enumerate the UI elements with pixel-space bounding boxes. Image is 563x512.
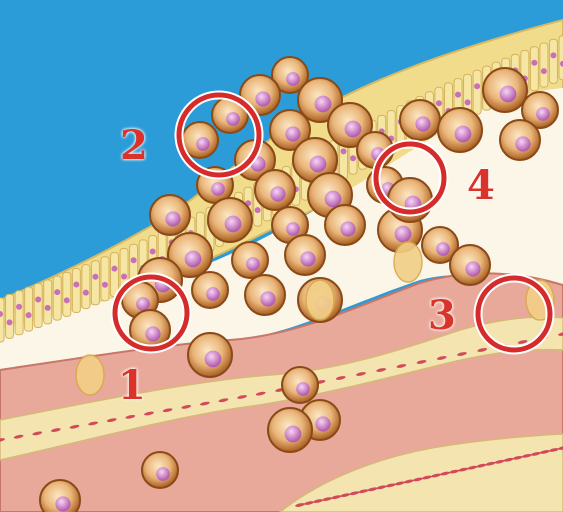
epithelial-cell xyxy=(530,47,538,91)
marker-label-2: 2 xyxy=(120,126,148,166)
cell xyxy=(325,205,365,245)
cell xyxy=(483,68,527,112)
marker-label-3: 3 xyxy=(428,296,456,336)
cell xyxy=(208,198,252,242)
epithelial-cell xyxy=(72,269,80,313)
marker-label-1: 1 xyxy=(118,366,146,406)
epithelial-cell xyxy=(63,272,71,316)
epithelial-cell xyxy=(540,43,548,87)
epithelial-cell xyxy=(559,36,563,80)
cell-fragment xyxy=(76,355,104,395)
cell xyxy=(232,242,268,278)
cell xyxy=(40,480,80,512)
marker-label-4: 4 xyxy=(467,166,495,206)
cell xyxy=(255,170,295,210)
cell xyxy=(282,367,318,403)
epithelial-cell xyxy=(0,298,4,342)
epithelial-cell xyxy=(25,287,33,331)
cell xyxy=(450,245,490,285)
epithelial-cell xyxy=(91,261,99,305)
epithelial-cell xyxy=(34,284,42,328)
cell xyxy=(500,120,540,160)
epithelial-cell xyxy=(473,70,481,114)
epithelial-cell xyxy=(101,257,109,301)
cell xyxy=(438,108,482,152)
cell xyxy=(285,235,325,275)
epithelial-cell xyxy=(15,291,23,335)
cell xyxy=(150,195,190,235)
cell xyxy=(268,408,312,452)
cell xyxy=(188,333,232,377)
epithelial-cell xyxy=(549,39,557,83)
cell xyxy=(142,452,178,488)
cell-fragment xyxy=(394,242,422,282)
epithelial-cell xyxy=(44,280,52,324)
cell-fragment xyxy=(306,280,334,320)
cell xyxy=(192,272,228,308)
epithelial-cell xyxy=(111,253,119,297)
cell xyxy=(245,275,285,315)
epithelial-cell xyxy=(6,294,14,338)
epithelial-cell xyxy=(82,265,90,309)
cell xyxy=(400,100,440,140)
epithelial-cell xyxy=(53,276,61,320)
